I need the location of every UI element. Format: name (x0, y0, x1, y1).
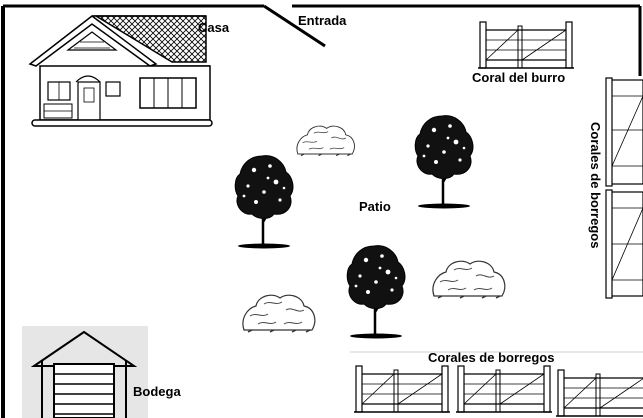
tree-icon (413, 114, 475, 210)
sheep-pen-bottom-2-icon (455, 365, 553, 413)
donkey-corral-label: Coral del burro (472, 70, 566, 85)
entrance-label: Entrada (298, 13, 347, 28)
sheep-pens-bottom-label: Corales de borregos (428, 350, 555, 365)
shrub-icon (296, 125, 356, 157)
shrub-icon (432, 260, 506, 299)
shrub-icon (242, 294, 316, 333)
garage-icon (22, 326, 148, 418)
yard-label: Patio (359, 199, 391, 214)
donkey-corral-gate-icon (477, 21, 575, 69)
house-icon (28, 15, 213, 127)
sheep-pen-bottom-1-icon (353, 365, 451, 413)
house-label: Casa (198, 20, 230, 35)
entrance-door (263, 4, 326, 48)
tree-icon (345, 244, 407, 340)
tree-icon (233, 154, 295, 250)
sheep-pens-right-label: Corales de borregos (588, 122, 603, 249)
storage-label: Bodega (133, 384, 181, 399)
sheep-pen-bottom-3-icon (555, 369, 643, 417)
sheep-pen-right-bottom-icon (605, 189, 643, 299)
sheep-pen-right-top-icon (605, 77, 643, 187)
